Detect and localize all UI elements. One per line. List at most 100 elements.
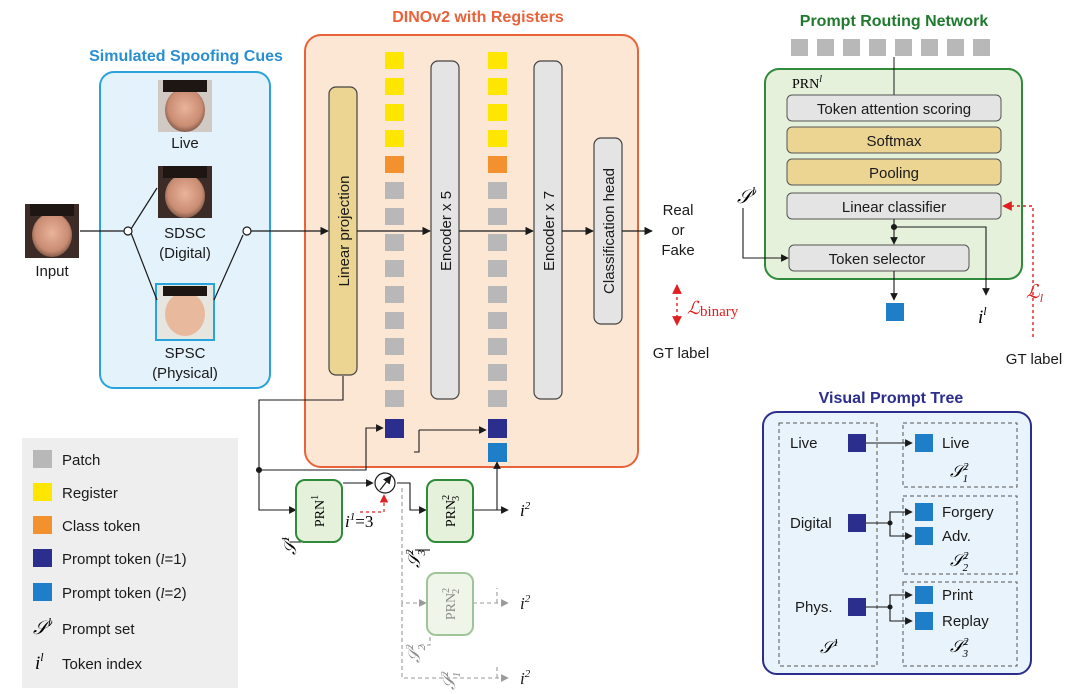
sdsc-sublabel: (Digital) bbox=[159, 245, 211, 262]
live-cue-label: Live bbox=[171, 135, 199, 152]
prn2-label: PRN22 bbox=[441, 588, 462, 620]
spoof-container bbox=[99, 71, 271, 389]
token-attention-label: Token attention scoring bbox=[817, 101, 971, 118]
s2-label: 𝒮22 bbox=[404, 644, 428, 663]
token-selector-label: Token selector bbox=[829, 251, 926, 268]
patch-token bbox=[488, 234, 507, 251]
encoder-5-block bbox=[430, 60, 460, 400]
legend: Patch Register Class token Prompt token … bbox=[33, 450, 187, 674]
pooling-label: Pooling bbox=[869, 165, 919, 182]
prn-gt-label: GT label bbox=[1006, 351, 1062, 368]
prn-i-label: il bbox=[978, 304, 987, 328]
tree-adv-label: Adv. bbox=[942, 528, 971, 545]
legend-patch-label: Patch bbox=[62, 452, 100, 469]
sdsc-face-image bbox=[158, 166, 212, 218]
prn2-block bbox=[426, 572, 474, 636]
i2-output-label: i2 bbox=[520, 500, 531, 520]
patch-token bbox=[385, 338, 404, 355]
live-face-image bbox=[158, 80, 212, 132]
register-token bbox=[385, 78, 404, 95]
tree-live-leaf-node bbox=[915, 434, 933, 452]
patch-token bbox=[488, 364, 507, 381]
binary-gt-label: GT label bbox=[653, 345, 709, 362]
patch-token bbox=[385, 286, 404, 303]
register-token bbox=[385, 104, 404, 121]
register-token bbox=[385, 52, 404, 69]
patch-token bbox=[385, 234, 404, 251]
legend-prompt2-swatch bbox=[33, 583, 52, 601]
legend-register-label: Register bbox=[62, 485, 118, 502]
prn-loss-arrow bbox=[1002, 201, 1034, 337]
register-token bbox=[488, 104, 507, 121]
token-column-2 bbox=[488, 52, 507, 462]
patch-token bbox=[488, 182, 507, 199]
legend-prompt1-label: Prompt token (l=1) bbox=[62, 551, 187, 568]
legend-prompt2-label: Prompt token (l=2) bbox=[62, 585, 187, 602]
prompt-token-l1 bbox=[488, 419, 507, 438]
prn1-block bbox=[295, 479, 343, 543]
tree-digital-node bbox=[848, 514, 866, 532]
patch-token bbox=[385, 364, 404, 381]
patch-token bbox=[385, 390, 404, 407]
prn-block-name: PRNl bbox=[792, 74, 822, 92]
register-token bbox=[488, 52, 507, 69]
tree-edges bbox=[866, 439, 913, 625]
tree-adv-node bbox=[915, 527, 933, 545]
prn-input-tokens bbox=[791, 39, 990, 56]
spsc-sublabel: (Physical) bbox=[152, 365, 218, 382]
classification-head-label: Classification head bbox=[601, 168, 618, 294]
prn-s-label: 𝒮l bbox=[737, 184, 757, 208]
register-token bbox=[385, 130, 404, 147]
tree-phys-node bbox=[848, 598, 866, 616]
input-label: Input bbox=[35, 263, 69, 280]
tree-phys-label: Phys. bbox=[795, 599, 833, 616]
output-real: Real bbox=[663, 202, 694, 219]
patch-token bbox=[488, 338, 507, 355]
patch-token bbox=[385, 260, 404, 277]
tree-replay-label: Replay bbox=[942, 613, 989, 630]
class-token bbox=[488, 156, 507, 173]
encoder-5-label: Encoder x 5 bbox=[438, 191, 455, 271]
patch-token bbox=[488, 312, 507, 329]
output-fake: Fake bbox=[661, 242, 694, 259]
prn3-block bbox=[426, 479, 474, 543]
token-column-1 bbox=[385, 52, 404, 438]
tree-replay-node bbox=[915, 612, 933, 630]
register-token bbox=[488, 78, 507, 95]
i2-alt-label-1: i2 bbox=[520, 593, 531, 613]
sdsc-label: SDSC bbox=[164, 225, 206, 242]
i1-equals-label: i1=3 bbox=[345, 511, 373, 531]
tree-set-s21 bbox=[902, 422, 1018, 488]
legend-patch-swatch bbox=[33, 450, 52, 468]
spoof-title: Simulated Spoofing Cues bbox=[89, 48, 283, 65]
tree-print-node bbox=[915, 586, 933, 604]
selected-prompt-token bbox=[886, 303, 904, 321]
prn3-label: PRN23 bbox=[441, 495, 462, 527]
prn-title: Prompt Routing Network bbox=[800, 13, 989, 30]
prompt-token-l1 bbox=[385, 419, 404, 438]
routing-lines bbox=[255, 376, 509, 551]
tree-set-s23 bbox=[902, 581, 1018, 667]
i2-alt-label-2: i2 bbox=[520, 668, 531, 688]
prn1-label: PRN1 bbox=[310, 495, 328, 527]
legend-token-index-label: Token index bbox=[62, 656, 143, 673]
s1-label: 𝒮1 bbox=[280, 536, 300, 555]
patch-token bbox=[385, 182, 404, 199]
token-selector-block bbox=[788, 244, 970, 272]
input-switch bbox=[80, 187, 329, 301]
class-token bbox=[385, 156, 404, 173]
patch-token bbox=[488, 390, 507, 407]
legend-token-index-symbol: il bbox=[35, 650, 44, 674]
legend-panel bbox=[22, 438, 238, 688]
legend-prompt-set-label: Prompt set bbox=[62, 621, 135, 638]
tree-forgery-node bbox=[915, 503, 933, 521]
encoder-7-block bbox=[533, 60, 563, 400]
alt-routes bbox=[401, 488, 509, 682]
softmax-block bbox=[786, 126, 1002, 154]
tree-title: Visual Prompt Tree bbox=[819, 390, 964, 407]
register-token bbox=[488, 130, 507, 147]
patch-token bbox=[488, 260, 507, 277]
